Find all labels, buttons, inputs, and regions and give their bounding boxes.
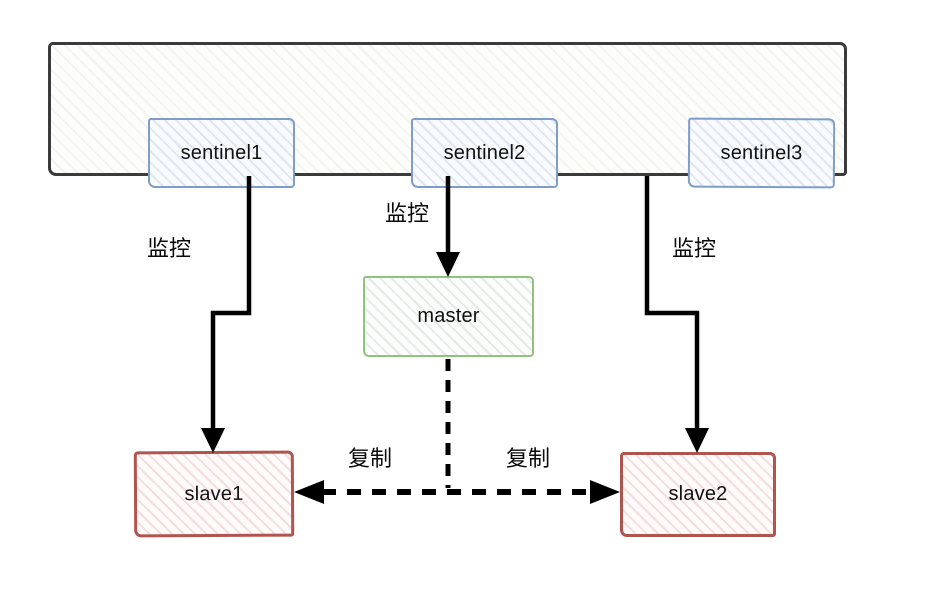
monitor-label-right: 监控: [672, 236, 717, 261]
monitor-label-left: 监控: [147, 236, 192, 261]
monitor-arrow-left: [201, 176, 252, 453]
sentinel2-node: sentinel2: [411, 118, 558, 188]
monitor-arrow-middle: [436, 176, 460, 277]
replicate-label-left: 复制: [348, 446, 393, 471]
sentinel3-label: sentinel3: [720, 141, 803, 164]
monitor-arrow-right: [644, 176, 709, 453]
slave1-node: slave1: [133, 450, 295, 538]
slave1-label: slave1: [184, 482, 244, 505]
sentinel1-label: sentinel1: [180, 141, 263, 164]
sentinel2-label: sentinel2: [443, 141, 526, 164]
slave2-label: slave2: [668, 483, 728, 505]
sentinel-cluster-box: sentinel1 sentinel2 sentinel3: [48, 42, 847, 189]
replication-arrowhead-left: [294, 480, 324, 504]
replicate-label-right: 复制: [506, 446, 551, 471]
sentinel1-node: sentinel1: [148, 118, 295, 188]
master-node: master: [363, 276, 534, 357]
replication-connector: [294, 359, 620, 504]
sentinel3-node: sentinel3: [687, 117, 836, 189]
monitor-label-middle: 监控: [385, 201, 430, 226]
replication-arrowhead-right: [590, 480, 620, 504]
slave2-node: slave2: [620, 452, 776, 537]
master-label: master: [417, 305, 480, 327]
